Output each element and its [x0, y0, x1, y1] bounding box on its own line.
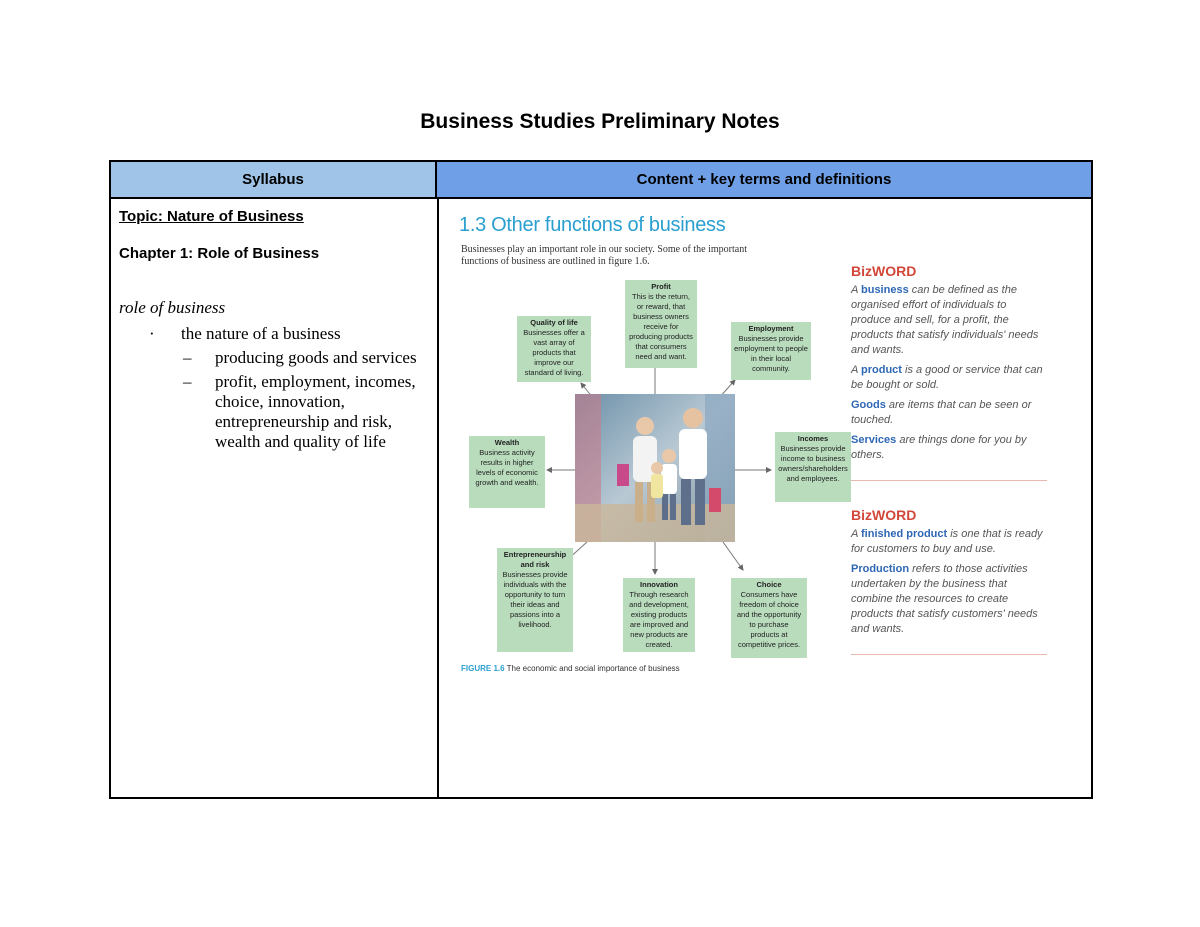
content-header: Content + key terms and definitions — [437, 162, 1091, 199]
entrepreneurship-box: Entrepreneurship and risk Businesses pro… — [497, 548, 573, 652]
bullet-text: the nature of a business — [181, 324, 341, 343]
def-text: are items that can be seen or touched. — [851, 399, 1032, 426]
bullet-item: · the nature of a business — [119, 324, 431, 344]
sub-item-text: producing goods and services — [215, 348, 417, 367]
key-term: product — [861, 364, 902, 376]
profit-text: This is the return, or reward, that busi… — [629, 292, 693, 361]
key-term: business — [861, 284, 909, 296]
bizword-heading: BizWORD — [851, 263, 917, 279]
topic-heading: Topic: Nature of Business — [119, 208, 304, 225]
family-shopping-photo — [575, 394, 735, 542]
dash-mark: – — [183, 372, 192, 391]
incomes-box: Incomes Businesses provide income to bus… — [775, 432, 851, 502]
notes-table: Syllabus Content + key terms and definit… — [109, 160, 1093, 799]
bizword-definition: A finished product is one that is ready … — [851, 527, 1047, 557]
employment-title: Employment — [748, 324, 794, 333]
choice-text: Consumers have freedom of choice and the… — [736, 590, 802, 649]
bizword-definition: Goods are items that can be seen or touc… — [851, 398, 1047, 428]
bullet-dot: · — [149, 324, 155, 343]
def-text: can be defined as the organised effort o… — [851, 284, 1039, 356]
wealth-box: Wealth Business activity results in high… — [469, 436, 545, 508]
def-prefix: A — [851, 528, 861, 540]
intro-text: Businesses play an important role in our… — [461, 244, 747, 267]
sub-item: – profit, employment, incomes, choice, i… — [119, 372, 431, 452]
key-term: Goods — [851, 399, 886, 411]
bizword-definition: Production refers to those activities un… — [851, 562, 1047, 637]
sub-item: – producing goods and services — [119, 348, 431, 368]
incomes-text: Businesses provide income to business ow… — [778, 444, 848, 483]
bizword-definition: Services are things done for you by othe… — [851, 433, 1047, 463]
quality-title: Quality of life — [530, 318, 578, 327]
key-term: Services — [851, 434, 897, 446]
caption-label: FIGURE 1.6 — [461, 664, 505, 673]
wealth-title: Wealth — [494, 438, 520, 447]
column-divider — [437, 199, 439, 797]
dash-mark: – — [183, 348, 192, 367]
bizword-divider — [851, 654, 1047, 655]
sub-item-text: profit, employment, incomes, choice, inn… — [215, 372, 416, 451]
entrepreneurship-title: Entrepreneurship and risk — [503, 550, 567, 569]
wealth-text: Business activity results in higher leve… — [475, 448, 539, 487]
def-prefix: A — [851, 284, 861, 296]
profit-box: Profit This is the return, or reward, th… — [625, 280, 697, 368]
chapter-heading: Chapter 1: Role of Business — [119, 245, 320, 262]
section-heading: 1.3 Other functions of business — [459, 214, 726, 236]
quality-of-life-box: Quality of life Businesses offer a vast … — [517, 316, 591, 382]
employment-text: Businesses provide employment to people … — [734, 334, 808, 373]
def-text: refers to those activities undertaken by… — [851, 563, 1038, 635]
quality-text: Businesses offer a vast array of product… — [523, 328, 585, 377]
profit-title: Profit — [651, 282, 671, 291]
choice-box: Choice Consumers have freedom of choice … — [731, 578, 807, 658]
bizword-box: BizWORD A finished product is one that i… — [851, 508, 1047, 642]
incomes-title: Incomes — [797, 434, 829, 443]
innovation-title: Innovation — [640, 580, 678, 589]
bizword-heading: BizWORD — [851, 507, 917, 523]
syllabus-header: Syllabus — [111, 162, 437, 199]
def-text: is one that is ready for customers to bu… — [851, 528, 1043, 555]
def-prefix: A — [851, 364, 861, 376]
syllabus-cell: Topic: Nature of Business Chapter 1: Rol… — [119, 208, 431, 452]
choice-title: Choice — [756, 580, 782, 589]
key-term: finished product — [861, 528, 948, 540]
employment-box: Employment Businesses provide employment… — [731, 322, 811, 380]
page-title: Business Studies Preliminary Notes — [420, 110, 780, 133]
bizword-divider — [851, 480, 1047, 481]
figure-caption: FIGURE 1.6 The economic and social impor… — [461, 664, 680, 673]
caption-text: The economic and social importance of bu… — [506, 664, 680, 673]
key-term: Production — [851, 563, 910, 575]
bizword-definition: A product is a good or service that can … — [851, 363, 1047, 393]
entrepreneurship-text: Businesses provide individuals with the … — [502, 570, 568, 629]
bizword-definition: A business can be defined as the organis… — [851, 283, 1047, 358]
innovation-box: Innovation Through research and developm… — [623, 578, 695, 652]
content-cell: 1.3 Other functions of business Business… — [453, 208, 1093, 728]
def-text: are things done for you by others. — [851, 434, 1027, 461]
def-text: is a good or service that can be bought … — [851, 364, 1043, 391]
role-heading: role of business — [119, 298, 226, 317]
innovation-text: Through research and development, existi… — [629, 590, 689, 649]
bizword-box: BizWORD A business can be defined as the… — [851, 264, 1047, 468]
